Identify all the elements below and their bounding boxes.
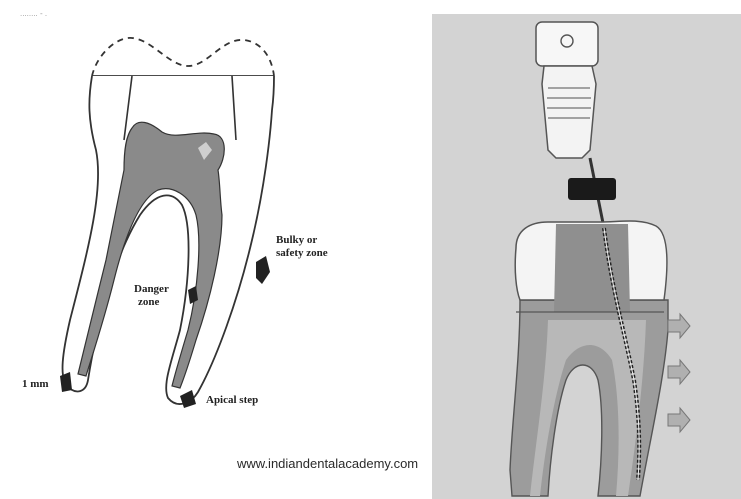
left-tooth-figure: ........ - . Bulky or safety zone Danger… xyxy=(20,9,328,408)
bulky-zone-label-line2: safety zone xyxy=(276,247,328,259)
file-handle-top xyxy=(536,22,598,66)
bulky-zone-label-line1: Bulky or xyxy=(276,234,317,246)
danger-zone-label-line1: Danger xyxy=(134,283,169,295)
watermark-text: www.indiandentalacademy.com xyxy=(236,456,418,471)
right-file-figure xyxy=(432,14,741,499)
dashed-crown-outline xyxy=(92,38,274,76)
photo-pulp-chamber xyxy=(554,224,630,312)
tooth-outline xyxy=(63,76,274,404)
danger-zone-label-line2: zone xyxy=(138,296,160,308)
bulky-zone-marker xyxy=(256,256,270,284)
rubber-stop xyxy=(568,178,616,200)
corner-text: ........ - . xyxy=(20,9,47,18)
file-handle-body xyxy=(542,66,596,158)
apical-step-label: Apical step xyxy=(206,394,258,406)
one-mm-marker xyxy=(60,372,72,392)
one-mm-label: 1 mm xyxy=(22,378,49,390)
